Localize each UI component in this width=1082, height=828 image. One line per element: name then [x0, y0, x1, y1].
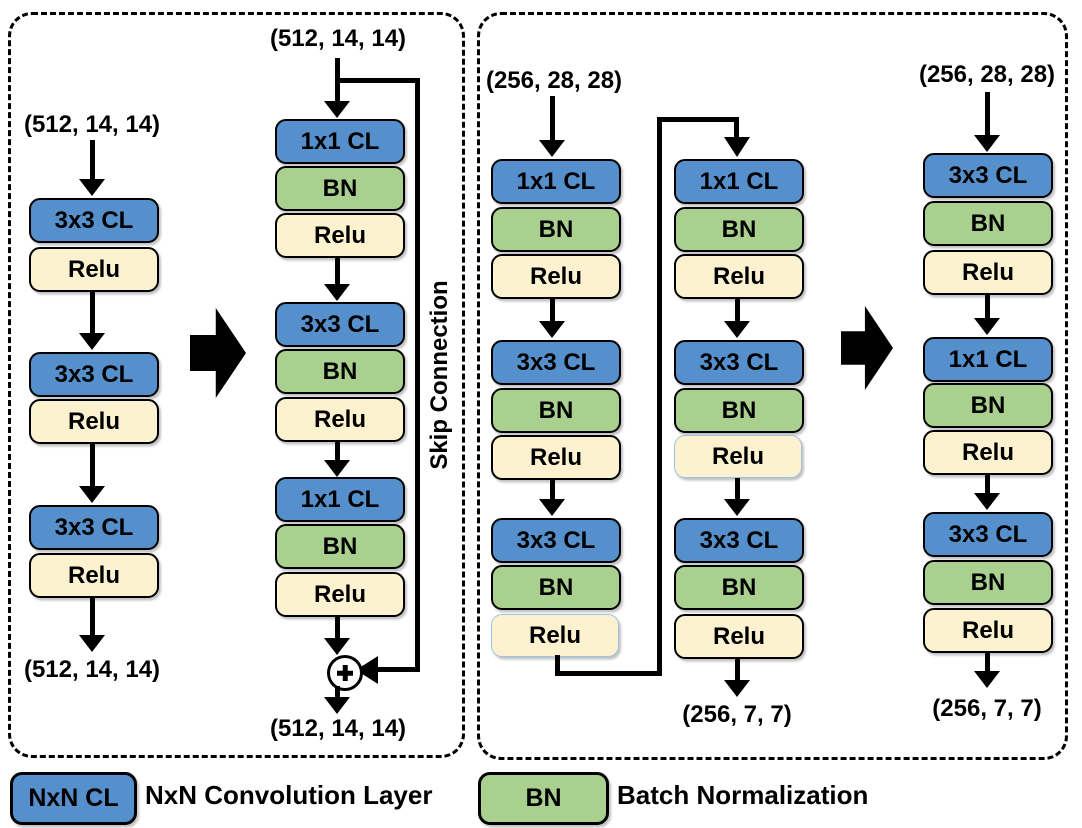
conv-layer-box: 3x3 CL	[674, 518, 804, 563]
batch-norm-box: BN	[491, 207, 621, 252]
down-arrow	[324, 615, 350, 655]
batch-norm-box: BN	[923, 201, 1053, 246]
block-connector-line	[734, 117, 739, 139]
conv-layer-box: 1x1 CL	[923, 337, 1053, 382]
bottleneck-panel	[477, 12, 1068, 760]
relu-box: Relu	[275, 213, 405, 258]
skip-connection-line	[374, 667, 420, 672]
batch-norm-box: BN	[491, 388, 621, 433]
legend-bn-swatch: BN	[478, 772, 609, 825]
conv-layer-box: 3x3 CL	[923, 512, 1053, 557]
conv-layer-box: 1x1 CL	[275, 119, 405, 164]
input-dims-label: (256, 28, 28)	[918, 61, 1056, 88]
legend-conv-label: NxN Convolution Layer	[145, 780, 433, 810]
relu-box: Relu	[275, 572, 405, 617]
input-dims-label: (512, 14, 14)	[269, 25, 407, 52]
block-connector-line	[657, 117, 739, 122]
relu-box: Relu	[491, 435, 621, 480]
down-arrow	[539, 96, 565, 157]
batch-norm-box: BN	[674, 207, 804, 252]
relu-box: Relu	[29, 553, 159, 598]
down-arrow	[974, 92, 1000, 152]
batch-norm-box: BN	[674, 388, 804, 433]
plain-vs-residual-panel	[8, 12, 465, 758]
down-arrow	[974, 473, 1000, 510]
output-dims-label: (512, 14, 14)	[269, 715, 407, 742]
block-connector-line	[657, 117, 662, 676]
batch-norm-box: BN	[491, 565, 621, 610]
down-arrow	[974, 293, 1000, 335]
conv-layer-box: 3x3 CL	[29, 505, 159, 550]
relu-box: Relu	[491, 254, 621, 299]
input-dims-label: (256, 28, 28)	[485, 67, 623, 94]
down-arrow	[539, 478, 565, 516]
down-arrow	[539, 297, 565, 338]
skip-connection-label: Skip Connection	[426, 280, 453, 470]
skip-connection-line	[415, 78, 420, 672]
block-connector-line	[555, 655, 560, 676]
down-arrow	[724, 478, 750, 516]
down-arrow	[79, 596, 105, 652]
down-arrow	[324, 58, 350, 118]
conv-layer-box: 3x3 CL	[674, 340, 804, 385]
conv-layer-box: 1x1 CL	[275, 477, 405, 522]
down-arrow	[974, 651, 1000, 688]
skip-connection-line	[337, 78, 420, 83]
relu-box: Relu	[491, 614, 619, 657]
conv-layer-box: 3x3 CL	[29, 198, 159, 243]
legend-bn-label: Batch Normalization	[617, 780, 869, 810]
conv-layer-box: 3x3 CL	[275, 302, 405, 347]
relu-box: Relu	[674, 435, 802, 478]
conv-layer-box: 1x1 CL	[674, 159, 804, 204]
batch-norm-box: BN	[275, 166, 405, 211]
relu-box: Relu	[29, 399, 159, 444]
output-dims-label: (256, 7, 7)	[932, 695, 1042, 722]
conv-layer-box: 3x3 CL	[491, 518, 621, 563]
block-connector-line	[555, 671, 662, 676]
batch-norm-box: BN	[674, 565, 804, 610]
batch-norm-box: BN	[275, 349, 405, 394]
batch-norm-box: BN	[275, 524, 405, 569]
batch-norm-box: BN	[923, 383, 1053, 428]
down-arrow	[79, 442, 105, 503]
down-arrow	[324, 440, 350, 477]
relu-box: Relu	[923, 608, 1053, 653]
relu-box: Relu	[923, 250, 1053, 295]
relu-box: Relu	[674, 254, 804, 299]
down-arrow	[324, 686, 350, 714]
down-arrow	[79, 290, 105, 350]
down-arrow	[324, 256, 350, 301]
relu-box: Relu	[674, 614, 804, 659]
down-arrow	[724, 657, 750, 697]
conv-layer-box: 3x3 CL	[491, 340, 621, 385]
conv-layer-box: 3x3 CL	[29, 352, 159, 397]
relu-box: Relu	[29, 247, 159, 292]
output-dims-label: (512, 14, 14)	[23, 656, 161, 683]
connector-arrowhead-icon	[724, 137, 750, 157]
down-arrow	[724, 297, 750, 338]
relu-box: Relu	[275, 397, 405, 442]
output-dims-label: (256, 7, 7)	[682, 701, 792, 728]
input-dims-label: (512, 14, 14)	[23, 111, 161, 138]
conv-layer-box: 3x3 CL	[923, 153, 1053, 198]
conv-layer-box: 1x1 CL	[491, 159, 621, 204]
batch-norm-box: BN	[923, 560, 1053, 605]
down-arrow	[79, 140, 105, 196]
legend-conv-swatch: NxN CL	[10, 772, 137, 825]
relu-box: Relu	[923, 430, 1053, 475]
